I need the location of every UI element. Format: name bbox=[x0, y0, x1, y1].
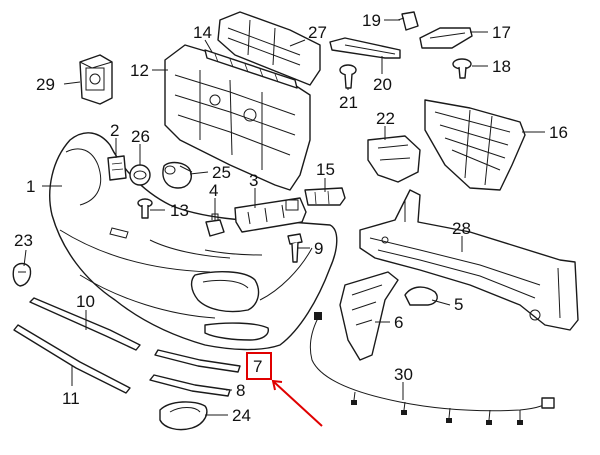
part-trim-strip bbox=[204, 49, 298, 89]
part-grille-frame bbox=[164, 44, 311, 191]
part-reinforcement-beam bbox=[359, 189, 579, 331]
part-bolt-13 bbox=[137, 198, 153, 219]
part-bracket-17 bbox=[419, 27, 473, 49]
part-bracket-23 bbox=[12, 262, 32, 287]
part-seal-strip bbox=[329, 37, 401, 59]
callout-5: 5 bbox=[454, 295, 463, 314]
part-wiring-harness bbox=[309, 312, 555, 425]
callout-25: 25 bbox=[212, 163, 231, 182]
callout-7: 7 bbox=[253, 357, 262, 376]
part-air-guide-22 bbox=[367, 135, 421, 183]
callout-12: 12 bbox=[130, 61, 149, 80]
callout-16: 16 bbox=[549, 123, 568, 142]
callout-29: 29 bbox=[36, 75, 55, 94]
part-bracket-6 bbox=[339, 271, 399, 361]
callout-24: 24 bbox=[232, 406, 251, 425]
callout-17: 17 bbox=[492, 23, 511, 42]
highlight-callout-7 bbox=[246, 352, 323, 427]
part-trim-strip-11 bbox=[13, 324, 131, 394]
callout-13: 13 bbox=[170, 201, 189, 220]
callout-19: 19 bbox=[362, 11, 381, 30]
callout-4: 4 bbox=[209, 181, 218, 200]
highlight-box bbox=[246, 352, 272, 380]
callout-18: 18 bbox=[492, 57, 511, 76]
callout-6: 6 bbox=[394, 313, 403, 332]
part-lamp-cover bbox=[159, 401, 208, 431]
callout-2: 2 bbox=[110, 121, 119, 140]
part-plug bbox=[129, 164, 151, 186]
part-trim-moulding-7 bbox=[154, 349, 241, 373]
callout-27: 27 bbox=[308, 23, 327, 42]
part-screw-21 bbox=[339, 64, 357, 89]
part-clip-19 bbox=[397, 11, 419, 31]
part-side-grille bbox=[424, 99, 526, 191]
part-sensor-bracket bbox=[79, 54, 113, 105]
highlight-arrow-head bbox=[271, 379, 283, 391]
callout-23: 23 bbox=[14, 231, 33, 250]
callout-9: 9 bbox=[314, 239, 323, 258]
part-screw-18 bbox=[452, 58, 472, 79]
part-clip bbox=[107, 155, 127, 181]
callout-15: 15 bbox=[316, 160, 335, 179]
part-bracket-15 bbox=[304, 187, 346, 206]
callout-26: 26 bbox=[131, 127, 150, 146]
part-trim-strip-10 bbox=[29, 297, 141, 351]
callout-28: 28 bbox=[452, 219, 471, 238]
callout-22: 22 bbox=[376, 109, 395, 128]
callout-14: 14 bbox=[193, 23, 212, 42]
callout-21: 21 bbox=[339, 93, 358, 112]
part-trim-moulding-8 bbox=[149, 374, 231, 397]
callout-labels: 1 2 3 4 5 6 7 8 9 10 11 12 13 14 15 16 1… bbox=[14, 11, 568, 425]
callout-10: 10 bbox=[76, 292, 95, 311]
callout-3: 3 bbox=[249, 171, 258, 190]
callout-11: 11 bbox=[62, 389, 80, 408]
part-sensor bbox=[162, 161, 193, 189]
part-bracket-3 bbox=[234, 197, 307, 233]
leader-lines bbox=[23, 19, 545, 416]
callout-8: 8 bbox=[236, 381, 245, 400]
part-bumper-cover bbox=[49, 132, 338, 351]
part-upper-air-guide bbox=[217, 11, 321, 86]
callout-20: 20 bbox=[373, 75, 392, 94]
part-cover-5 bbox=[404, 286, 438, 306]
callout-1: 1 bbox=[26, 177, 35, 196]
highlight-arrow-shaft bbox=[273, 381, 323, 427]
part-fastener-9 bbox=[287, 233, 303, 263]
callout-30: 30 bbox=[394, 365, 413, 384]
